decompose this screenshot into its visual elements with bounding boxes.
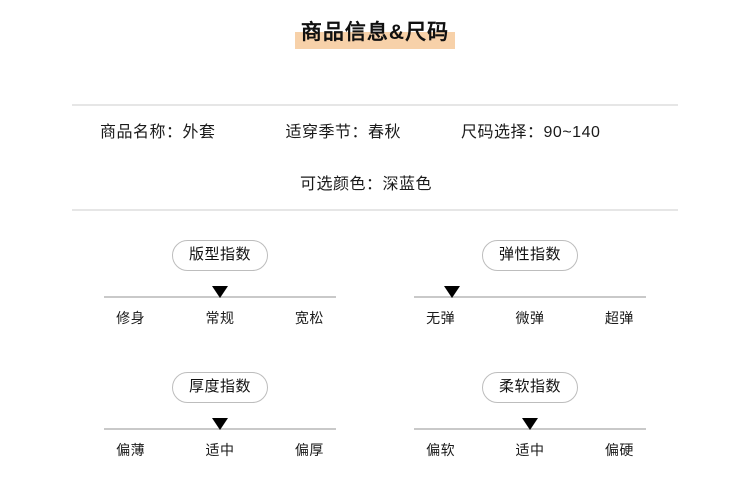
scale-label-high: 偏硬 [604,442,634,458]
index-scale-track [414,418,646,430]
index-badge-row: 弹性指数 [375,240,685,274]
index-title-badge: 版型指数 [171,240,268,271]
index-badge-row: 柔软指数 [375,372,685,406]
divider-top [72,104,678,106]
index-card-softness: 柔软指数 偏软 适中 偏硬 [375,372,685,497]
product-info-row-2: 可选颜色：深蓝色 [72,156,678,208]
scale-label-low: 偏薄 [116,442,146,458]
info-color-options: 可选颜色：深蓝色 [300,176,433,193]
product-info-block: 商品名称：外套 适穿季节：春秋 尺码选择：90~140 可选颜色：深蓝色 [72,104,678,209]
info-season: 适穿季节：春秋 [285,124,402,141]
scale-label-low: 偏软 [426,442,456,458]
index-scale-labels: 修身 常规 宽松 [86,308,354,328]
index-badge-row: 版型指数 [65,240,375,274]
scale-label-low: 无弹 [426,310,456,326]
info-size-options: 尺码选择：90~140 [461,124,601,141]
index-card-thickness: 厚度指数 偏薄 适中 偏厚 [65,372,375,497]
index-scale-labels: 偏薄 适中 偏厚 [86,440,354,460]
page-title-text: 商品信息&尺码 [300,21,450,44]
scale-label-mid: 适中 [515,442,545,458]
scale-label-mid: 微弹 [515,310,545,326]
product-info-row-1: 商品名称：外套 适穿季节：春秋 尺码选择：90~140 [72,104,678,156]
scale-marker-triangle-icon [212,418,228,430]
scale-marker-triangle-icon [212,286,228,298]
scale-label-high: 超弹 [604,310,634,326]
index-card-elasticity: 弹性指数 无弹 微弹 超弹 [375,240,685,365]
index-title-badge: 弹性指数 [481,240,578,271]
scale-label-low: 修身 [116,310,146,326]
scale-label-mid: 常规 [205,310,235,326]
scale-label-high: 宽松 [294,310,324,326]
info-product-name: 商品名称：外套 [100,124,216,141]
index-scale-track [104,286,336,298]
index-title-badge: 柔软指数 [481,372,578,403]
index-card-fit: 版型指数 修身 常规 宽松 [65,240,375,365]
scale-label-high: 偏厚 [294,442,324,458]
index-scale-labels: 偏软 适中 偏硬 [396,440,664,460]
index-grid: 版型指数 修身 常规 宽松 弹性指数 无弹 微弹 超弹 厚度指数 [0,240,750,490]
index-badge-row: 厚度指数 [65,372,375,406]
scale-marker-triangle-icon [522,418,538,430]
index-scale-track [414,286,646,298]
page-header: 商品信息&尺码 [0,0,750,49]
index-scale-labels: 无弹 微弹 超弹 [396,308,664,328]
scale-marker-triangle-icon [444,286,461,298]
divider-bottom [72,209,678,211]
page-title: 商品信息&尺码 [294,20,456,49]
scale-label-mid: 适中 [205,442,235,458]
index-scale-track [104,418,336,430]
index-title-badge: 厚度指数 [171,372,268,403]
